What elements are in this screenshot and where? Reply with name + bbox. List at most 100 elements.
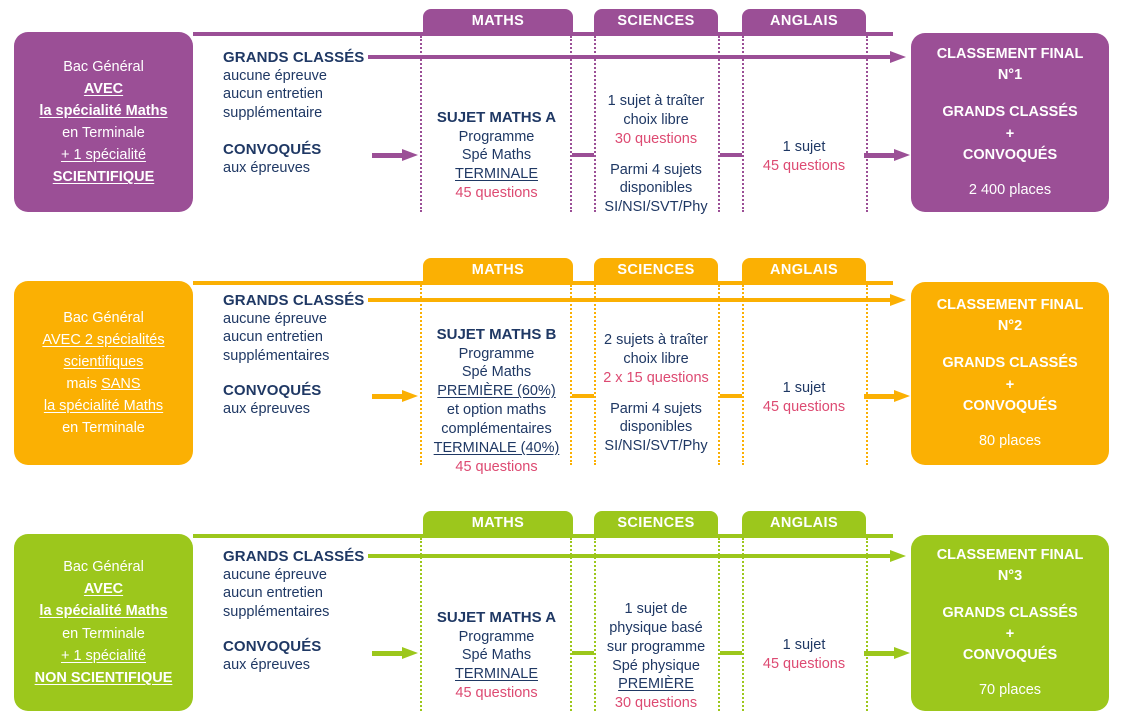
result-title: CLASSEMENT FINAL bbox=[936, 297, 1084, 314]
col-divider bbox=[420, 36, 422, 212]
result-line: CONVOQUÉS bbox=[962, 146, 1058, 163]
profile-line: en Terminale bbox=[62, 625, 145, 642]
column-header-sciences: SCIENCES bbox=[594, 511, 718, 534]
profile-line: SCIENTIFIQUE bbox=[52, 169, 155, 186]
sciences-cell: 1 sujet à traîter choix libre 30 questio… bbox=[592, 92, 720, 217]
result-box: CLASSEMENT FINAL N°1 GRANDS CLASSÉS + CO… bbox=[911, 33, 1109, 212]
track-row-orange: MATHS SCIENCES ANGLAIS Bac Général AVEC … bbox=[0, 249, 1123, 481]
sciences-line: Parmi 4 sujets bbox=[610, 400, 702, 417]
result-rank: N°3 bbox=[997, 567, 1023, 584]
maths-line: TERMINALE (40%) bbox=[433, 439, 560, 456]
maths-line: Programme bbox=[458, 628, 535, 645]
sciences-cell: 1 sujet de physique basé sur programme S… bbox=[592, 600, 720, 713]
profile-line: scientifiques bbox=[63, 353, 144, 370]
col-divider bbox=[570, 36, 572, 212]
result-line: GRANDS CLASSÉS bbox=[942, 604, 1078, 621]
column-header-maths: MATHS bbox=[423, 9, 573, 32]
sciences-line: sur programme bbox=[606, 638, 706, 655]
col-divider bbox=[866, 36, 868, 212]
maths-questions: 45 questions bbox=[455, 458, 538, 475]
anglais-result-arrow bbox=[864, 390, 910, 402]
col-divider bbox=[594, 36, 596, 212]
track-row-purple: MATHS SCIENCES ANGLAIS Bac Général AVEC … bbox=[0, 0, 1123, 232]
col-divider bbox=[866, 538, 868, 711]
maths-line: Programme bbox=[458, 128, 535, 145]
sciences-questions: 2 x 15 questions bbox=[603, 369, 709, 386]
grands-classes-line: aucun entretien bbox=[223, 329, 323, 346]
convoques-block: CONVOQUÉS aux épreuves bbox=[223, 381, 413, 418]
maths-line: Spé Maths bbox=[461, 364, 532, 381]
grands-classes-line: aucun entretien bbox=[223, 86, 323, 103]
maths-cell: SUJET MATHS A Programme Spé Maths TERMIN… bbox=[423, 108, 570, 203]
col-divider bbox=[742, 285, 744, 465]
maths-line: Spé Maths bbox=[461, 647, 532, 664]
col-divider bbox=[742, 36, 744, 212]
column-header-anglais: ANGLAIS bbox=[742, 258, 866, 281]
grands-classes-arrow bbox=[368, 550, 906, 562]
maths-questions: 45 questions bbox=[455, 685, 538, 702]
col-divider bbox=[594, 285, 596, 465]
result-plus: + bbox=[1005, 376, 1015, 393]
col-divider bbox=[570, 538, 572, 711]
profile-box: Bac Général AVEC la spécialité Maths en … bbox=[14, 534, 193, 711]
anglais-line: 1 sujet bbox=[782, 139, 826, 155]
column-header-anglais: ANGLAIS bbox=[742, 9, 866, 32]
maths-line: et option maths bbox=[446, 402, 547, 419]
maths-title: SUJET MATHS A bbox=[436, 109, 557, 126]
profile-line: la spécialité Maths bbox=[39, 102, 168, 119]
header-rule bbox=[193, 281, 893, 285]
col-divider bbox=[742, 538, 744, 711]
grands-classes-block: GRANDS CLASSÉS aucune épreuve aucun entr… bbox=[223, 48, 413, 122]
grands-classes-line: supplémentaires bbox=[223, 603, 330, 620]
profile-line: AVEC bbox=[83, 80, 124, 97]
profile-line: en Terminale bbox=[62, 125, 145, 141]
sciences-line: Spé physique bbox=[612, 657, 700, 674]
result-line: GRANDS CLASSÉS bbox=[942, 104, 1078, 121]
maths-line: TERMINALE bbox=[455, 166, 538, 183]
anglais-questions: 45 questions bbox=[762, 655, 846, 672]
anglais-cell: 1 sujet 45 questions bbox=[742, 636, 866, 674]
profile-line: Bac Général bbox=[63, 309, 144, 326]
result-box: CLASSEMENT FINAL N°3 GRANDS CLASSÉS + CO… bbox=[911, 535, 1109, 711]
sciences-anglais-connector bbox=[720, 651, 742, 655]
result-rank: N°2 bbox=[997, 318, 1023, 335]
sciences-questions: 30 questions bbox=[614, 695, 698, 712]
anglais-questions: 45 questions bbox=[762, 398, 846, 415]
grands-classes-title: GRANDS CLASSÉS bbox=[223, 292, 365, 309]
result-title: CLASSEMENT FINAL bbox=[936, 546, 1084, 563]
col-divider bbox=[718, 538, 720, 711]
profile-line: Bac Général bbox=[63, 58, 144, 75]
convoques-title: CONVOQUÉS bbox=[223, 382, 322, 399]
grands-classes-block: GRANDS CLASSÉS aucune épreuve aucun entr… bbox=[223, 291, 413, 365]
column-header-maths: MATHS bbox=[423, 258, 573, 281]
profile-line: + 1 spécialité bbox=[60, 147, 147, 164]
anglais-result-arrow bbox=[864, 149, 910, 161]
maths-line: Programme bbox=[458, 345, 535, 362]
sciences-line: SI/NSI/SVT/Phy bbox=[604, 199, 708, 216]
result-box: CLASSEMENT FINAL N°2 GRANDS CLASSÉS + CO… bbox=[911, 282, 1109, 465]
col-divider bbox=[420, 538, 422, 711]
grands-classes-line: supplémentaires bbox=[223, 347, 330, 364]
anglais-cell: 1 sujet 45 questions bbox=[742, 379, 866, 417]
profile-box: Bac Général AVEC la spécialité Maths en … bbox=[14, 32, 193, 212]
result-places: 70 places bbox=[978, 682, 1042, 699]
col-divider bbox=[420, 285, 422, 465]
sciences-line: Parmi 4 sujets bbox=[610, 161, 702, 178]
convoques-line: aux épreuves bbox=[223, 160, 311, 177]
result-places: 80 places bbox=[978, 432, 1042, 449]
sciences-questions: 30 questions bbox=[614, 130, 698, 147]
maths-line: complémentaires bbox=[441, 420, 552, 437]
profile-box: Bac Général AVEC 2 spécialités scientifi… bbox=[14, 281, 193, 465]
grands-classes-line: aucun entretien bbox=[223, 585, 323, 602]
col-divider bbox=[570, 285, 572, 465]
profile-line: NON SCIENTIFIQUE bbox=[34, 669, 173, 686]
maths-line: Spé Maths bbox=[461, 147, 532, 164]
column-header-maths: MATHS bbox=[423, 511, 573, 534]
grands-classes-title: GRANDS CLASSÉS bbox=[223, 548, 365, 565]
grands-classes-line: aucune épreuve bbox=[223, 567, 327, 584]
sciences-anglais-connector bbox=[720, 394, 742, 398]
profile-line: en Terminale bbox=[62, 420, 145, 437]
anglais-line: 1 sujet bbox=[782, 637, 826, 653]
maths-line: PREMIÈRE (60%) bbox=[437, 383, 556, 400]
convoques-line: aux épreuves bbox=[223, 401, 311, 418]
